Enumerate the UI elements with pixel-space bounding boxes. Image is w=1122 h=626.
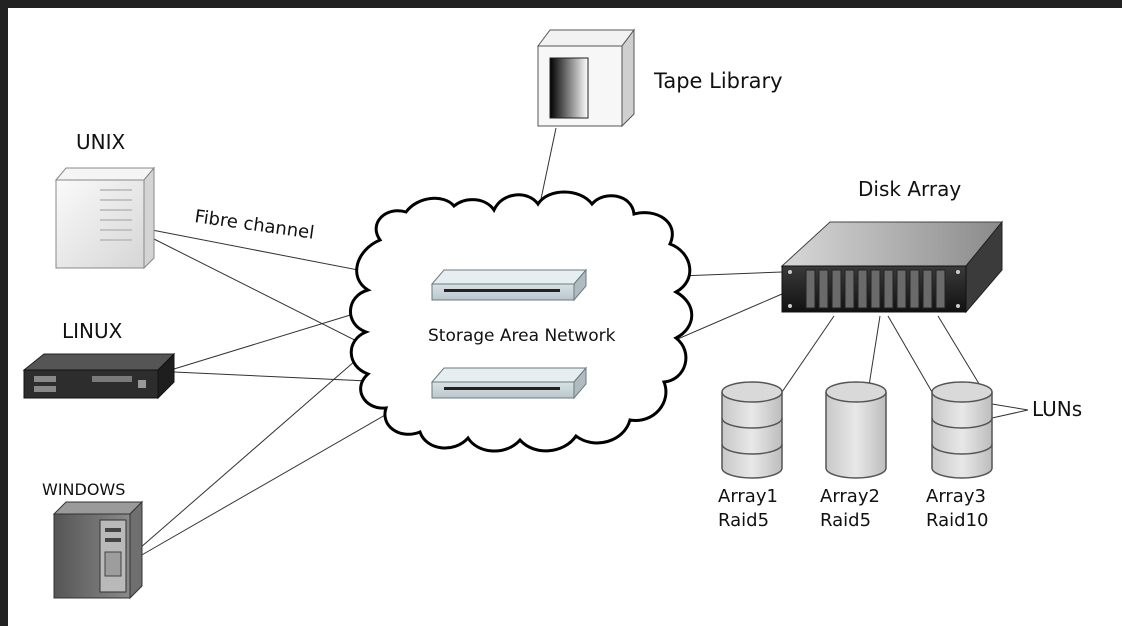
san-cloud (349, 190, 694, 453)
connection-lines (139, 127, 1029, 557)
linux-label: LINUX (62, 319, 123, 343)
unix-server-icon (54, 166, 156, 270)
array3-raid: Raid10 (926, 510, 988, 531)
windows-label: WINDOWS (42, 480, 125, 499)
fibre-switch-2 (430, 366, 588, 400)
unix-vents (100, 189, 132, 241)
switch-ports (444, 387, 560, 390)
tape-library-label: Tape Library (653, 69, 783, 93)
fibre-channel-label: Fibre channel (193, 206, 315, 244)
lun-pointer-1 (991, 403, 1029, 411)
link-disk-array2 (867, 315, 881, 393)
array3-name: Array3 (926, 486, 986, 507)
fibre-switch-1 (430, 268, 588, 302)
diagram-canvas: Tape Library UNIX LINUX WINDOWS Fibre ch… (8, 8, 1122, 626)
array1-name: Array1 (718, 486, 778, 507)
linux-server-icon (22, 352, 176, 400)
switch-ports (444, 289, 560, 292)
luns-label: LUNs (1032, 397, 1082, 421)
array1-raid: Raid5 (718, 510, 769, 531)
link-windows-switch2 (139, 387, 433, 557)
array2-name: Array2 (820, 486, 880, 507)
link-disk-array1 (781, 315, 835, 393)
array3-cylinder-icon (931, 381, 993, 479)
array1-cylinder-icon (721, 381, 783, 479)
link-disk-array3 (887, 315, 933, 393)
link-disk-array3b (937, 315, 985, 393)
disk-array-icon (780, 220, 1004, 314)
unix-label: UNIX (76, 130, 125, 154)
windows-server-icon (52, 500, 144, 600)
san-label: Storage Area Network (428, 326, 616, 346)
lun-pointer-2 (991, 409, 1029, 419)
tape-library-icon (537, 28, 635, 128)
san-diagram: Tape Library UNIX LINUX WINDOWS Fibre ch… (22, 28, 1082, 600)
disk-array-label: Disk Array (858, 177, 961, 201)
disk-bays (805, 269, 946, 309)
array2-cylinder-icon (825, 381, 887, 479)
array2-raid: Raid5 (820, 510, 871, 531)
